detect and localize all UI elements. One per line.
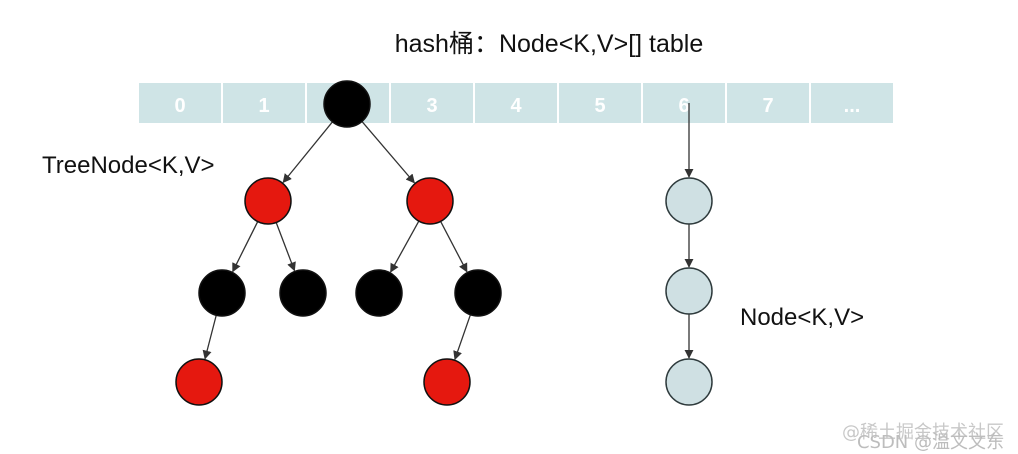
tree-and-list-nodes xyxy=(175,80,713,406)
tree-node-rrl xyxy=(423,358,471,406)
list-node-n1 xyxy=(665,177,713,225)
watermark-juejin: @稀土掘金技术社区 xyxy=(842,422,1004,443)
tree-node-rr xyxy=(454,269,502,317)
table-cell-3: 3 xyxy=(389,81,475,125)
list-node-n3 xyxy=(665,358,713,406)
table-cell-label-7: 7 xyxy=(762,95,773,117)
tree-node-lr xyxy=(279,269,327,317)
edge-r1-rr xyxy=(440,221,468,273)
edge-l1-lr xyxy=(275,222,296,272)
table-cell-label-4: 4 xyxy=(510,95,522,117)
watermark-csdn: CSDN @温文文东 xyxy=(856,432,1004,453)
table-cell-label-1: 1 xyxy=(258,95,269,117)
table-cell-label-5: 5 xyxy=(594,95,605,117)
edge-r1-rl xyxy=(390,220,420,273)
edge-rr-rrl xyxy=(453,314,472,361)
edge-l1-ll xyxy=(232,221,259,273)
table-cell-1: 1 xyxy=(221,81,307,125)
list-node-n2 xyxy=(665,267,713,315)
edge-root-l1 xyxy=(282,121,333,184)
tree-node-ll xyxy=(198,269,246,317)
table-cell-label-0: 0 xyxy=(174,95,185,117)
table-cell-6: 6 xyxy=(641,81,727,125)
table-cell-5: 5 xyxy=(557,81,643,125)
table-cell-label-6: 6 xyxy=(678,95,689,117)
diagram-title: hash桶：Node<K,V>[] table xyxy=(395,30,704,58)
table-cell-label-3: 3 xyxy=(426,95,437,117)
table-cell-label-8: ... xyxy=(844,95,861,117)
tree-node-rl xyxy=(355,269,403,317)
table-cell-8: ... xyxy=(809,81,895,125)
tree-node-lll xyxy=(175,358,223,406)
treenode-label: TreeNode<K,V> xyxy=(42,152,215,179)
hash-table-array: 0 1 3 4 5 6 7... xyxy=(137,81,895,125)
tree-node-l1 xyxy=(244,177,292,225)
table-cell-0: 0 xyxy=(137,81,223,125)
tree-node-r1 xyxy=(406,177,454,225)
edge-ll-lll xyxy=(202,315,217,360)
table-cell-7: 7 xyxy=(725,81,811,125)
edge-root-r1 xyxy=(361,121,415,184)
tree-node-root xyxy=(323,80,371,128)
tree-and-list-edges xyxy=(202,103,694,361)
table-cell-4: 4 xyxy=(473,81,559,125)
node-label: Node<K,V> xyxy=(740,304,864,331)
